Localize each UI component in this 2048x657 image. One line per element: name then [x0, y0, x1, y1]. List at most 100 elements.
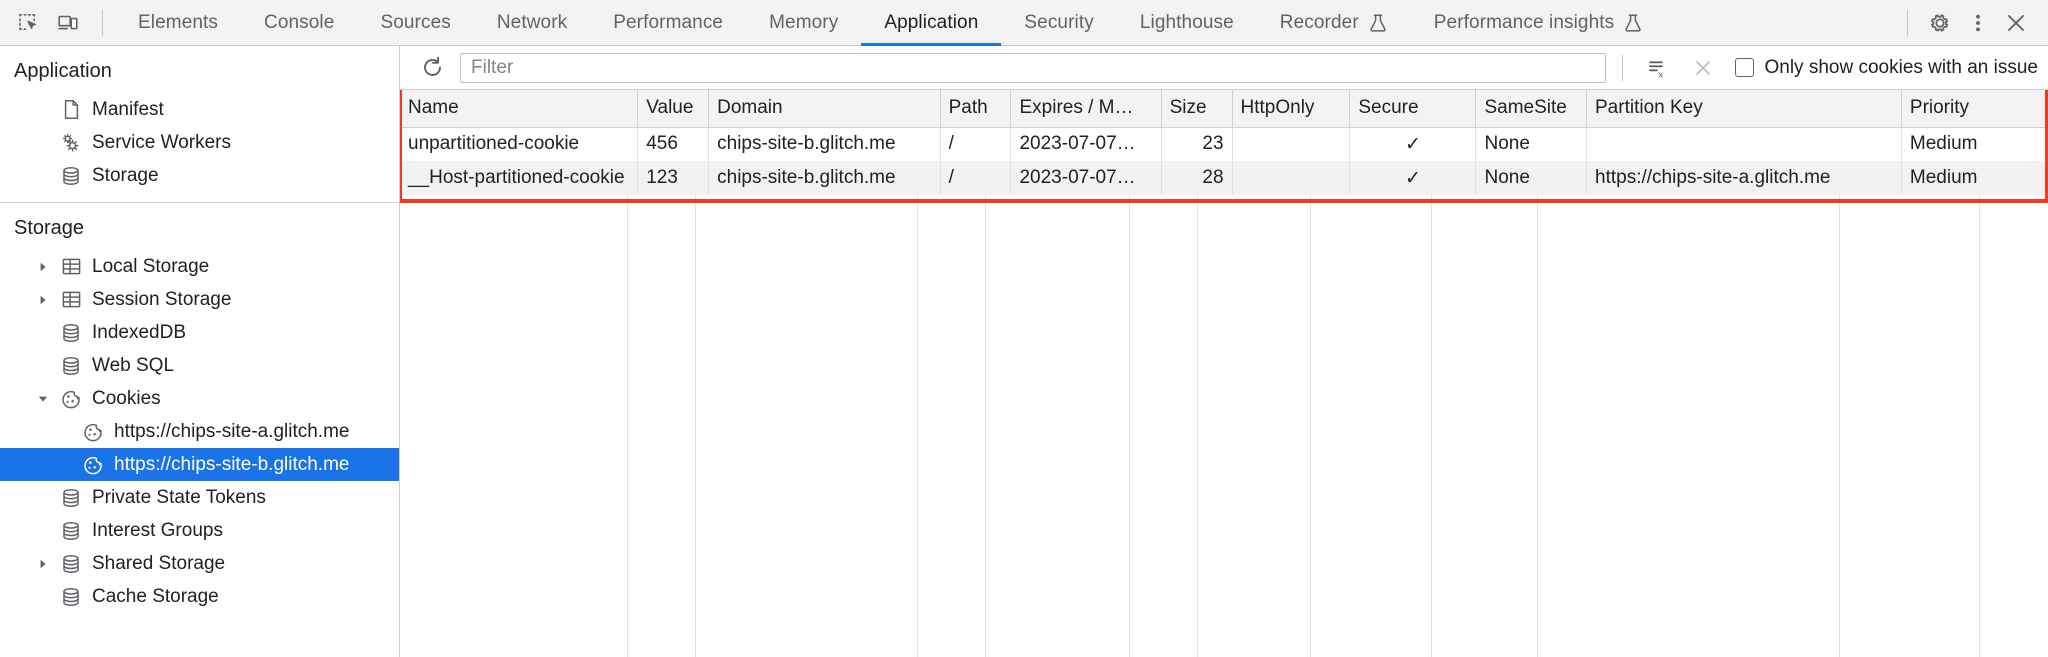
twisty-spacer [30, 591, 56, 603]
sidebar-item-label: Local Storage [92, 256, 210, 277]
tab-sources[interactable]: Sources [357, 0, 473, 45]
cell-value: 123 [637, 161, 710, 195]
column-header-samesite[interactable]: SameSite [1475, 90, 1587, 128]
cell-httponly [1232, 127, 1351, 161]
cell-domain: chips-site-b.glitch.me [708, 161, 941, 195]
twisty-spacer [30, 360, 56, 372]
tab-lighthouse[interactable]: Lighthouse [1117, 0, 1257, 45]
sidebar-item-service-workers[interactable]: Service Workers [0, 126, 399, 159]
tab-security[interactable]: Security [1001, 0, 1116, 45]
empty-column-separator [1432, 195, 1538, 657]
tab-application[interactable]: Application [861, 0, 1002, 46]
close-icon[interactable] [1998, 5, 2034, 41]
tab-label: Recorder [1279, 11, 1359, 33]
column-header-priority[interactable]: Priority [1901, 90, 2048, 128]
column-header-name[interactable]: Name [400, 90, 639, 128]
kebab-menu-icon[interactable] [1960, 5, 1996, 41]
cell-name: unpartitioned-cookie [400, 127, 639, 161]
cell-samesite: None [1475, 127, 1587, 161]
tab-label: Memory [769, 11, 839, 33]
database-icon [56, 322, 86, 344]
empty-column-separator [696, 195, 918, 657]
twisty-spacer [30, 327, 56, 339]
sidebar-item-indexeddb[interactable]: IndexedDB [0, 316, 399, 349]
cell-priority: Medium [1901, 161, 2048, 195]
toolbar-divider-right [1907, 9, 1908, 36]
twisty-spacer [52, 426, 78, 438]
sidebar-item-local-storage[interactable]: Local Storage [0, 250, 399, 283]
database-icon [56, 520, 86, 542]
tab-memory[interactable]: Memory [746, 0, 861, 45]
column-header-httponly[interactable]: HttpOnly [1232, 90, 1351, 128]
device-toolbar-icon[interactable] [50, 5, 86, 41]
only-issues-checkbox-row[interactable]: Only show cookies with an issue [1735, 57, 2038, 79]
tab-elements[interactable]: Elements [115, 0, 241, 45]
chevron-right-icon[interactable] [30, 294, 56, 306]
sidebar-item-storage[interactable]: Storage [0, 159, 399, 192]
tab-network[interactable]: Network [474, 0, 590, 45]
chevron-right-icon[interactable] [30, 558, 56, 570]
cookie-icon [78, 454, 108, 476]
sidebar-item-interest-groups[interactable]: Interest Groups [0, 514, 399, 547]
column-header-secure[interactable]: Secure [1349, 90, 1477, 128]
sidebar-item-cookies[interactable]: Cookies [0, 382, 399, 415]
column-header-domain[interactable]: Domain [708, 90, 941, 128]
cookie-icon [56, 388, 86, 410]
sidebar-item-private-state-tokens[interactable]: Private State Tokens [0, 481, 399, 514]
sidebar-item-https-chips-site-a-glitch-me[interactable]: https://chips-site-a.glitch.me [0, 415, 399, 448]
sidebar-item-cache-storage[interactable]: Cache Storage [0, 580, 399, 613]
sidebar-item-label: Interest Groups [92, 520, 223, 541]
document-icon [56, 99, 86, 120]
flask-icon [1368, 13, 1388, 33]
clear-all-cookies-icon[interactable]: x [1639, 50, 1675, 86]
empty-column-separator [918, 195, 986, 657]
chevron-right-icon[interactable] [30, 261, 56, 273]
gear-icon[interactable] [1922, 5, 1958, 41]
database-icon [56, 487, 86, 509]
column-header-partitionkey[interactable]: Partition Key [1586, 90, 1902, 128]
sidebar-item-label: https://chips-site-a.glitch.me [114, 421, 350, 442]
database-icon [56, 355, 86, 377]
filter-input[interactable] [460, 52, 1607, 83]
tab-performance-insights[interactable]: Performance insights [1411, 0, 1666, 45]
sidebar-item-shared-storage[interactable]: Shared Storage [0, 547, 399, 580]
sidebar-item-label: Session Storage [92, 289, 232, 310]
column-header-size[interactable]: Size [1161, 90, 1233, 128]
sidebar-item-label: Cache Storage [92, 586, 219, 607]
sidebar-divider [0, 202, 399, 203]
cell-value: 456 [637, 127, 710, 161]
filterbar-divider [1622, 54, 1624, 81]
cell-size: 23 [1161, 127, 1233, 161]
application-section-title: Application [14, 60, 112, 82]
database-icon [56, 586, 86, 608]
gears-icon [56, 132, 86, 154]
only-issues-checkbox[interactable] [1735, 58, 1755, 77]
sidebar-item-manifest[interactable]: Manifest [0, 93, 399, 126]
chevron-down-icon[interactable] [30, 393, 56, 405]
tab-performance[interactable]: Performance [590, 0, 746, 45]
column-header-expires[interactable]: Expires / M… [1010, 90, 1162, 128]
tab-label: Application [884, 11, 979, 33]
database-icon [56, 553, 86, 575]
delete-selected-cookie-icon[interactable] [1685, 50, 1721, 86]
refresh-icon[interactable] [414, 50, 450, 86]
cell-path: / [940, 127, 1012, 161]
inspect-element-icon[interactable] [10, 5, 46, 41]
column-header-value[interactable]: Value [637, 90, 710, 128]
cell-priority: Medium [1901, 127, 2048, 161]
sidebar-item-session-storage[interactable]: Session Storage [0, 283, 399, 316]
cell-partitionkey: https://chips-site-a.glitch.me [1586, 161, 1902, 195]
tab-recorder[interactable]: Recorder [1257, 0, 1411, 45]
tabbar-right-tools [1895, 0, 2048, 45]
sidebar-item-web-sql[interactable]: Web SQL [0, 349, 399, 382]
column-header-path[interactable]: Path [940, 90, 1012, 128]
tab-console[interactable]: Console [241, 0, 357, 45]
sidebar-item-https-chips-site-b-glitch-me[interactable]: https://chips-site-b.glitch.me [0, 448, 399, 481]
